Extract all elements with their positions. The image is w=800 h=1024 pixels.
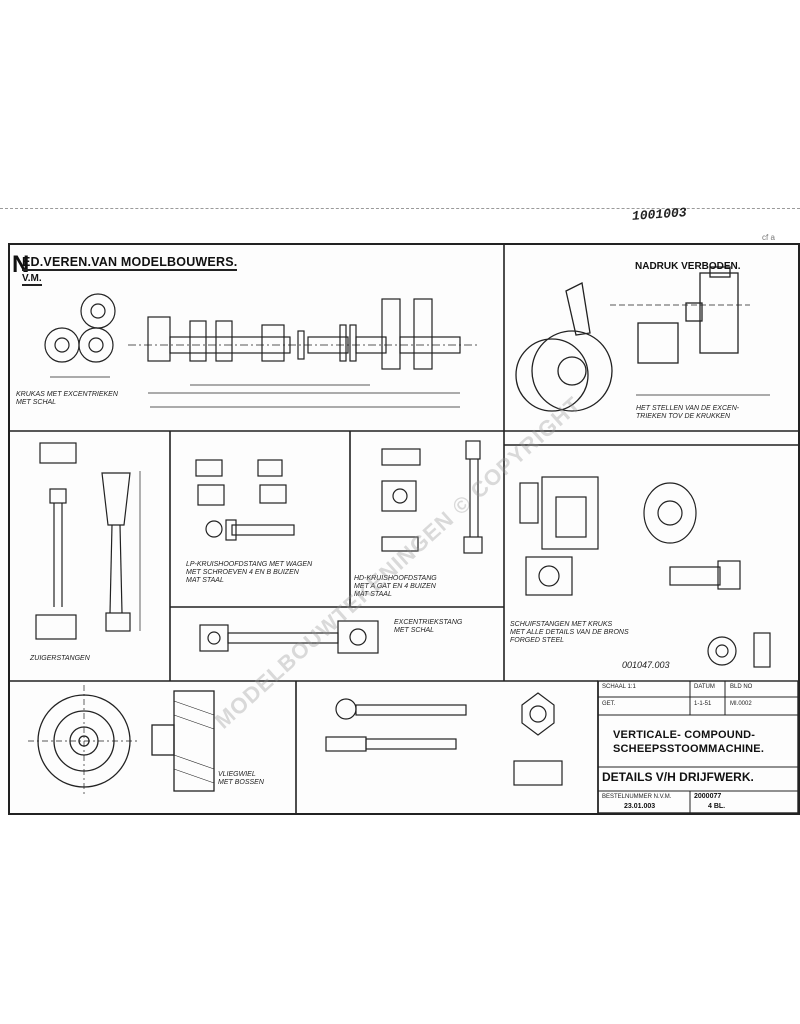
technical-drawing-sheet: N ED.VEREN.VAN MODELBOUWERS. V.M. NADRUK… [8, 243, 800, 815]
tb-sheet-no: 4 BL. [708, 803, 726, 810]
drawing-subtitle-2: SCHEEPSSTOOMMACHINE. [613, 743, 765, 755]
caption-crankshaft: KRUKAS MET EXCENTRIEKEN MET SCHAL [16, 391, 118, 406]
corner-note: cf a [762, 233, 775, 242]
caption-valve-details: SCHUIFSTANGEN MET KRUKS MET ALLE DETAILS… [510, 621, 629, 644]
tb-order-number: 2000077 [694, 793, 722, 800]
tb-date-label: DATUM [694, 684, 715, 690]
tb-date-value: 1-1-51 [694, 701, 712, 707]
drawing-subtitle-1: VERTICALE- COMPOUND- [613, 729, 756, 741]
tb-sheet-value: MI.0002 [730, 701, 752, 707]
caption-eccentric-setting: HET STELLEN VAN DE EXCEN- TRIEKEN TOV DE… [636, 405, 740, 420]
stamp-number: 1001003 [631, 205, 688, 224]
caption-flywheel: VLIEGWIEL MET BOSSEN [218, 771, 264, 786]
caption-piston-rod: ZUIGERSTANGEN [30, 655, 90, 662]
association-title: ED.VEREN.VAN MODELBOUWERS. [22, 255, 238, 271]
details-drive: DRIJFWERK. [679, 770, 754, 784]
association-subtitle: V.M. [22, 273, 42, 286]
drawing-linework [10, 245, 798, 813]
details-fraction: V/H [655, 770, 676, 784]
drawing-details-label: DETAILS V/H DRIJFWERK. [602, 770, 754, 784]
tb-sheet-label: BLD NO [730, 684, 753, 690]
caption-connecting-rod-heads: LP-KRUISHOOFDSTANG MET WAGEN MET SCHROEV… [186, 561, 313, 584]
caption-eccentric-rod: EXCENTRIEKSTANG MET SCHAL [394, 619, 463, 634]
sheet-top-edge [0, 208, 800, 209]
details-text: DETAILS [602, 770, 653, 784]
tb-scale: SCHAAL 1:1 [602, 684, 636, 690]
tb-order-label: BESTELNUMMER N.V.M. [602, 794, 672, 800]
copyright-notice: NADRUK VERBODEN. [635, 261, 741, 272]
caption-crosshead: HD-KRUISHOOFDSTANG MET A GAT EN 4 BUIZEN… [354, 575, 437, 598]
tb-drawn: GET. [602, 701, 616, 707]
tb-ref-number: 23.01.003 [624, 803, 656, 810]
handwritten-code: 001047.003 [622, 660, 670, 670]
